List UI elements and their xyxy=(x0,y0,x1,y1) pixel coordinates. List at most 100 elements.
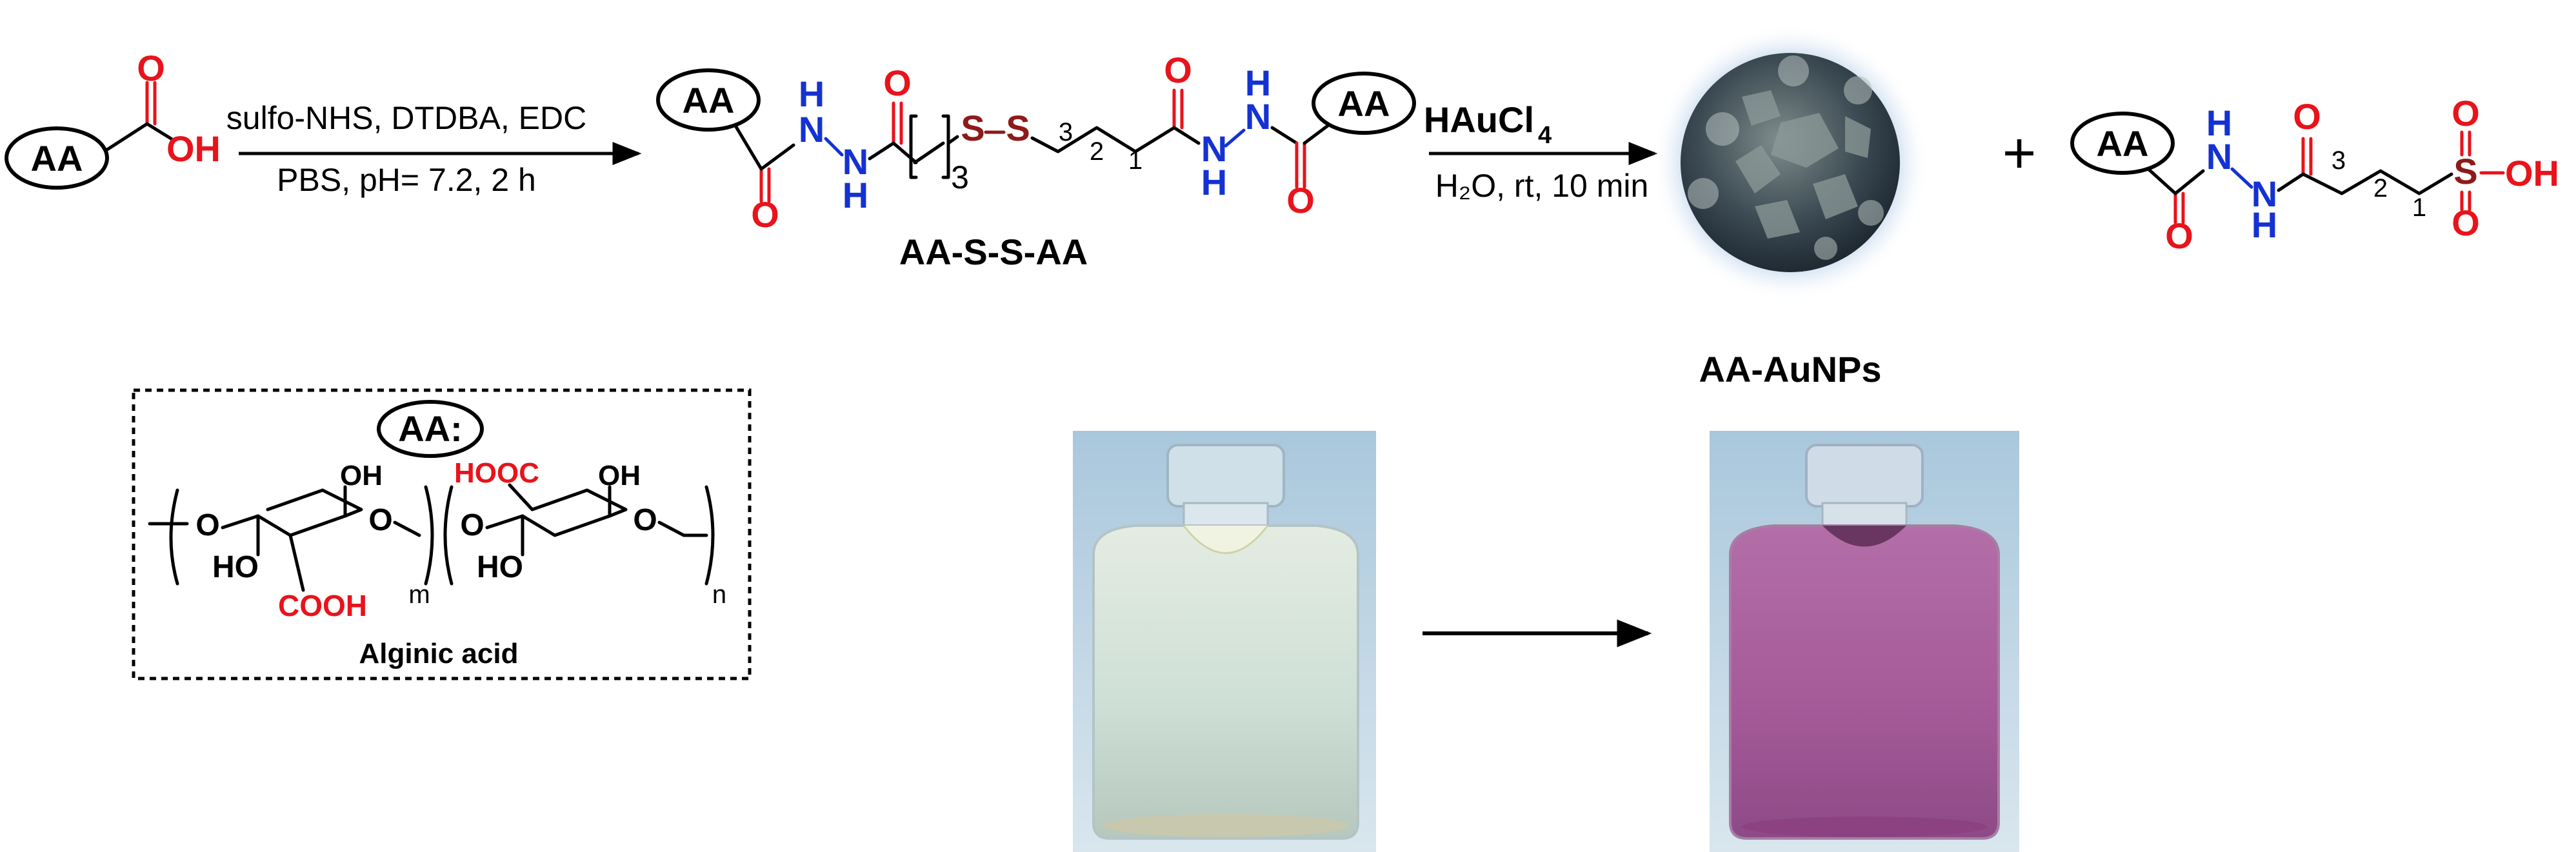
aa-colon-label: AA: xyxy=(398,408,463,449)
atom-s: S xyxy=(961,108,984,148)
bond xyxy=(946,135,959,145)
bond xyxy=(2173,169,2205,195)
bracket-left xyxy=(909,114,918,179)
n-n-bond xyxy=(2230,167,2253,189)
atom-oh: OH xyxy=(166,128,221,169)
atom-s: S xyxy=(2453,151,2477,192)
aa-label: AA xyxy=(31,138,83,179)
n-n-bond xyxy=(1224,128,1246,148)
byproduct-structure: AA O H N N H O 3 2 1 S O O OH xyxy=(2070,93,2559,256)
bond xyxy=(868,141,895,161)
conditions-bottom: PBS, pH= 7.2, 2 h xyxy=(277,162,536,198)
alginic-title: Alginic acid xyxy=(359,638,519,669)
atom-n: N xyxy=(799,109,824,150)
aa-ellipse xyxy=(5,126,109,190)
subscript-n: n xyxy=(712,580,726,609)
carbonyl-bond xyxy=(2301,137,2313,176)
atom-cooh: COOH xyxy=(278,589,367,622)
atom-h: H xyxy=(2252,204,2277,245)
starting-material: AA O OH xyxy=(5,48,221,190)
intermediate-structure: AA O H N N H O 3 S S 3 2 1 O xyxy=(656,50,1416,272)
reaction-arrow-1: sulfo-NHS, DTDBA, EDC PBS, pH= 7.2, 2 h xyxy=(226,100,642,198)
bracket-mid-right xyxy=(424,485,434,586)
atom-o: O xyxy=(2451,93,2480,134)
atom-h: H xyxy=(843,175,868,215)
atom-o: O xyxy=(137,48,165,88)
atom-oh: OH xyxy=(598,460,641,491)
bond xyxy=(734,124,763,171)
conditions-top: sulfo-NHS, DTDBA, EDC xyxy=(226,100,586,136)
alginic-acid-box: AA: O HO COOH OH O m O HO HOOC OH O n Al… xyxy=(132,388,752,680)
carbonyl-bond xyxy=(892,101,903,145)
ring-2 xyxy=(485,488,628,537)
n-n-bond xyxy=(824,137,844,157)
subscript-m: m xyxy=(408,580,430,609)
aa-label: AA xyxy=(2097,123,2149,164)
bond xyxy=(2146,167,2177,195)
aa-label: AA xyxy=(683,80,735,121)
chain-number-1: 1 xyxy=(2412,193,2426,222)
atom-s: S xyxy=(1006,108,1030,148)
bracket-right xyxy=(941,114,950,179)
atom-o: O xyxy=(1164,50,1192,90)
bond xyxy=(508,483,534,511)
atom-h: H xyxy=(1245,63,1271,103)
vial-purple-icon xyxy=(1710,431,2019,852)
bond xyxy=(913,141,945,164)
atom-h: H xyxy=(799,74,824,114)
bracket-mid-left xyxy=(443,485,454,586)
bond xyxy=(892,141,918,164)
atom-h: H xyxy=(2206,103,2232,143)
atom-oh: OH xyxy=(2505,153,2559,193)
atom-oh: OH xyxy=(340,460,383,491)
chain-number-3: 3 xyxy=(1059,118,1073,146)
reagent: HAuCl xyxy=(1424,99,1534,140)
chain-number-2: 2 xyxy=(1090,137,1104,166)
atom-o: O xyxy=(2451,203,2480,243)
bond xyxy=(393,520,421,537)
bond xyxy=(759,143,795,171)
carbonyl-bond xyxy=(1295,141,1306,189)
sulfonyl-bond xyxy=(2460,190,2471,212)
aa-ellipse xyxy=(377,400,484,458)
bracket-left xyxy=(169,488,179,586)
chain-number-1: 1 xyxy=(1128,146,1143,175)
bond xyxy=(1303,122,1332,145)
atom-h: H xyxy=(1201,162,1227,203)
atom-o: O xyxy=(883,63,912,103)
aa-ellipse xyxy=(2070,112,2175,175)
subscript-3: 3 xyxy=(951,159,969,195)
bond xyxy=(657,520,708,537)
atom-n: N xyxy=(2206,136,2232,177)
alkyl-chain xyxy=(1030,126,1176,154)
carbonyl-bond xyxy=(2173,192,2185,224)
bond xyxy=(105,122,149,152)
atom-n: N xyxy=(2252,173,2277,214)
atom-o: O xyxy=(1286,180,1315,221)
atom-n: N xyxy=(1201,128,1227,169)
reagent-subscript: 4 xyxy=(1538,122,1552,149)
atom-ho: HO xyxy=(477,550,523,584)
bond xyxy=(1172,126,1201,145)
gold-nanoparticle-icon: AA-AuNPs xyxy=(1652,24,1929,390)
bond xyxy=(145,122,176,143)
atom-o: O xyxy=(751,194,779,235)
dashed-border xyxy=(132,388,752,680)
carbonyl-bond xyxy=(145,81,157,126)
atom-o: O xyxy=(460,508,484,542)
product-label: AA-AuNPs xyxy=(1699,349,1881,390)
atom-o: O xyxy=(2165,215,2193,256)
bond xyxy=(1270,126,1299,145)
alkyl-chain xyxy=(2301,169,2453,195)
aa-ellipse xyxy=(656,68,761,132)
vial-clear-icon xyxy=(1073,431,1376,852)
atom-o-ring: O xyxy=(633,503,657,537)
bracket-right xyxy=(704,485,715,586)
atom-o: O xyxy=(195,508,219,542)
sulfonyl-bond xyxy=(2460,130,2471,157)
reaction2-conditions: H₂O, rt, 10 min xyxy=(1435,168,1649,204)
reaction-arrow-2: HAuCl 4 H₂O, rt, 10 min xyxy=(1424,99,1658,204)
bond xyxy=(288,533,305,592)
bond xyxy=(2277,172,2305,192)
atom-o: O xyxy=(2293,96,2321,137)
